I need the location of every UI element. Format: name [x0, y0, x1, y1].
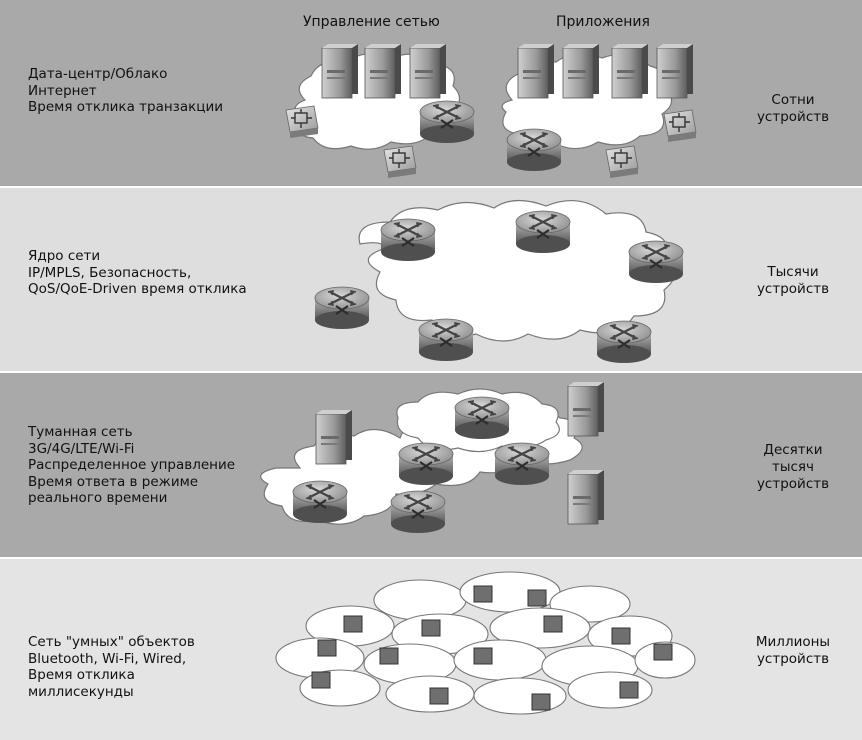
tier-line: реального времени: [28, 490, 168, 506]
cloud-smart-objects: [275, 571, 696, 715]
tier-line: Дата-центр/Облако: [28, 66, 168, 82]
tier-fog-scale: Десятки тысяч устройств: [738, 442, 848, 493]
switch-icon: [285, 105, 319, 139]
scale-line: Сотни: [771, 92, 815, 108]
router-icon: [418, 99, 476, 145]
tier-line: 3G/4G/LTE/Wi-Fi: [28, 440, 135, 457]
tier-line: миллисекунды: [28, 683, 134, 700]
scale-line: устройств: [756, 651, 830, 667]
router-icon: [313, 285, 371, 331]
router-icon: [379, 217, 437, 263]
server-icon: [656, 43, 694, 99]
tier-line: QoS/QoE-Driven время отклика: [28, 281, 247, 297]
cloud-core-network: [358, 199, 676, 342]
smart-object-icon: [653, 643, 673, 661]
column-header-network-management: Управление сетью: [303, 14, 440, 30]
switch-icon: [383, 145, 417, 179]
scale-line: устройств: [756, 476, 830, 492]
router-icon: [453, 395, 511, 441]
scale-line: Десятки: [763, 442, 823, 458]
tier-line: Время ответа в режиме: [28, 473, 199, 490]
server-icon: [567, 469, 605, 525]
tier-smart-objects-scale: Миллионы устройств: [738, 634, 848, 668]
smart-object-icon: [611, 627, 631, 645]
smart-object-icon: [531, 693, 551, 711]
router-icon: [505, 127, 563, 173]
tier-line: Время отклика: [28, 667, 135, 683]
smart-object-icon: [543, 615, 563, 633]
scale-line: Миллионы: [755, 634, 831, 650]
smart-object-icon: [343, 615, 363, 633]
router-icon: [595, 319, 653, 365]
tier-line: Время отклика транзакции: [28, 99, 224, 115]
scale-line: Тысячи: [767, 264, 819, 280]
server-icon: [409, 43, 447, 99]
router-icon: [493, 441, 551, 487]
smart-object-icon: [379, 647, 399, 665]
tier-datacenter-scale: Сотни устройств: [738, 92, 848, 126]
tier-line: Распределенное управление: [28, 457, 236, 473]
tier-line: Интернет: [28, 82, 97, 99]
router-icon: [514, 209, 572, 255]
smart-object-icon: [619, 681, 639, 699]
tier-line: IP/MPLS, Безопасность,: [28, 264, 192, 281]
smart-object-icon: [311, 671, 331, 689]
smart-object-icon: [473, 585, 493, 603]
tier-core-description: Ядро сети IP/MPLS, Безопасность, QoS/QoE…: [28, 248, 247, 298]
tier-line: Туманная сеть: [28, 424, 133, 440]
router-icon: [627, 239, 685, 285]
smart-object-icon: [421, 619, 441, 637]
router-icon: [291, 479, 349, 525]
scale-line: устройств: [756, 109, 830, 125]
router-icon: [397, 441, 455, 487]
column-header-applications: Приложения: [556, 14, 650, 30]
tier-line: Ядро сети: [28, 248, 101, 264]
scale-line: тысяч: [771, 459, 815, 475]
tier-core-scale: Тысячи устройств: [738, 264, 848, 298]
server-icon: [364, 43, 402, 99]
server-icon: [562, 43, 600, 99]
server-icon: [611, 43, 649, 99]
router-icon: [389, 489, 447, 535]
smart-object-icon: [527, 589, 547, 607]
server-icon: [315, 409, 353, 465]
smart-object-icon: [473, 647, 493, 665]
router-icon: [417, 317, 475, 363]
smart-object-icon: [429, 687, 449, 705]
server-icon: [517, 43, 555, 99]
tier-fog-description: Туманная сеть 3G/4G/LTE/Wi-Fi Распределе…: [28, 424, 235, 507]
smart-object-icon: [317, 639, 337, 657]
tier-smart-objects-description: Сеть "умных" объектов Bluetooth, Wi-Fi, …: [28, 634, 195, 700]
tier-line: Сеть "умных" объектов: [28, 634, 195, 650]
scale-line: устройств: [756, 281, 830, 297]
switch-icon: [605, 145, 639, 179]
switch-icon: [663, 109, 697, 143]
server-icon: [321, 43, 359, 99]
tier-line: Bluetooth, Wi-Fi, Wired,: [28, 650, 187, 667]
server-icon: [567, 381, 605, 437]
tier-datacenter-description: Дата-центр/Облако Интернет Время отклика…: [28, 66, 223, 116]
